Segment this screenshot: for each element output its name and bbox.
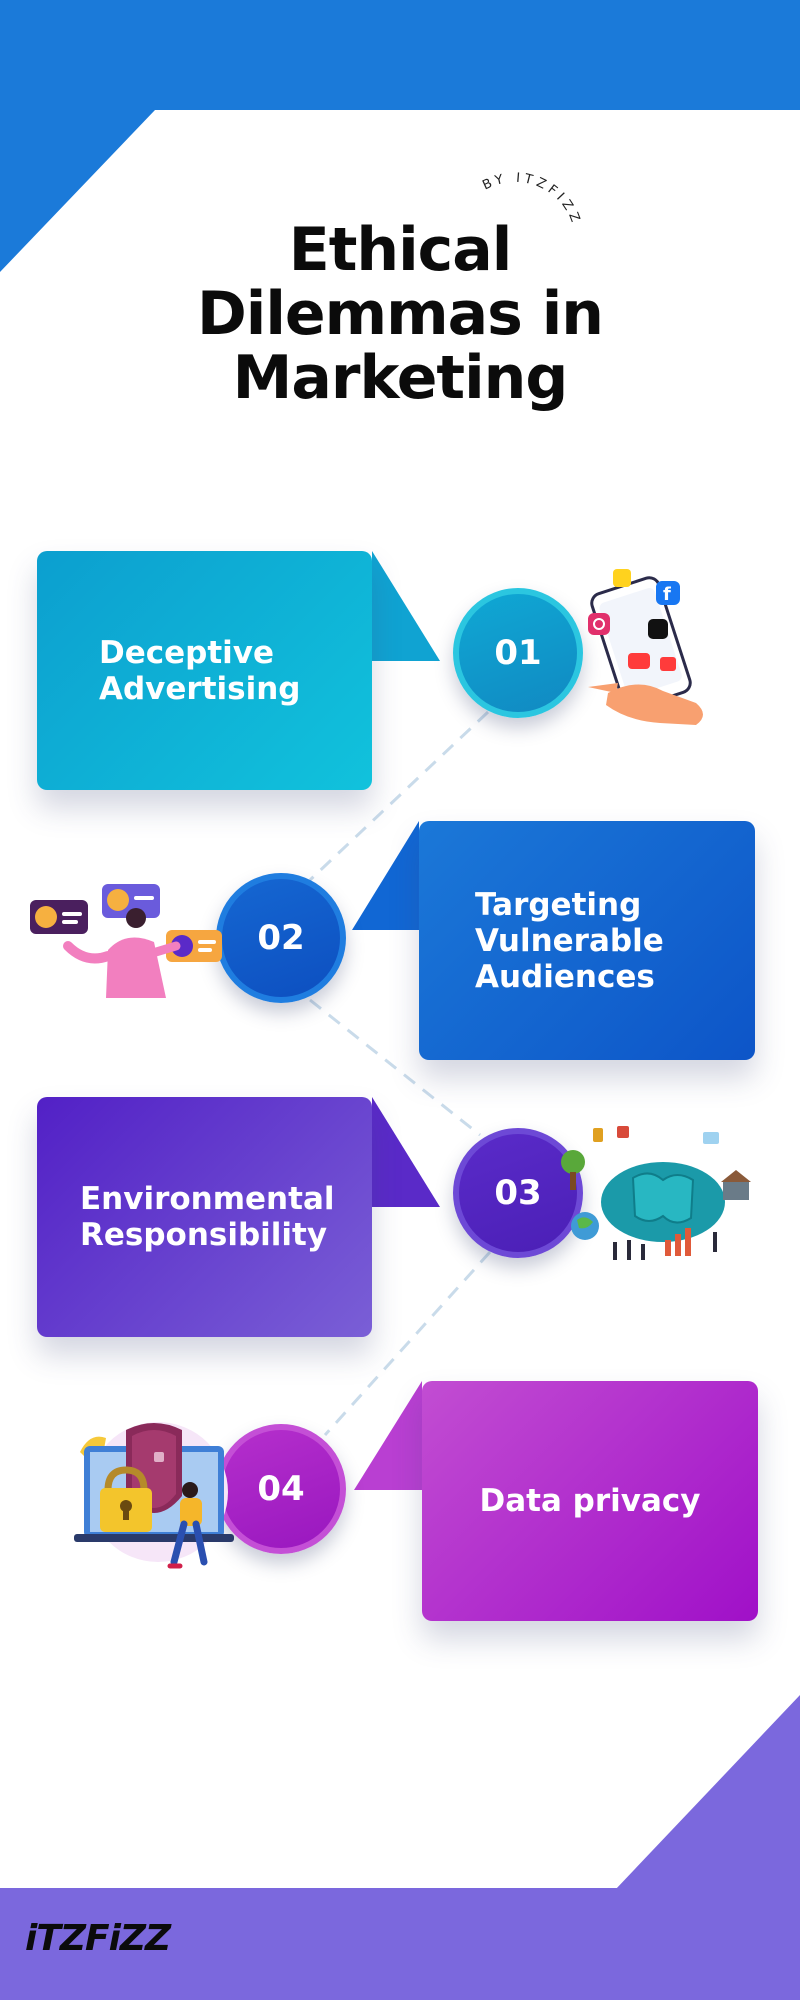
top-band-decoration (0, 0, 800, 272)
item-1-label: Deceptive Advertising (99, 634, 301, 707)
byline-arc: BY ITZFIZZ (480, 171, 579, 228)
item-2-number-badge: 02 (216, 873, 346, 1003)
card2-pointer (352, 821, 419, 930)
item-4-label: Data privacy (479, 1483, 701, 1519)
card4-pointer (354, 1381, 422, 1490)
item-card-targeting-vulnerable-audiences: Targeting Vulnerable Audiences (419, 821, 755, 1060)
sustainability-puzzle-icon (561, 1126, 751, 1260)
item-3-label: Environmental Responsibility (80, 1181, 335, 1253)
item-3-number-badge: 03 (453, 1128, 583, 1258)
item-card-deceptive-advertising: Deceptive Advertising (37, 551, 372, 790)
item-card-environmental-responsibility: Environmental Responsibility (37, 1097, 372, 1337)
title-line-1: Ethical (288, 215, 513, 285)
shield-padlock-icon (74, 1422, 234, 1569)
title-line-3: Marketing (232, 343, 569, 413)
itzfizz-logo: iTZFiZZ (25, 1918, 171, 1959)
svg-text:f: f (663, 584, 671, 605)
page-title: Ethical Dilemmas in Marketing (120, 218, 680, 410)
item-4-number-badge: 04 (216, 1424, 346, 1554)
item-1-number-badge: 01 (453, 588, 583, 718)
card3-pointer (372, 1097, 440, 1207)
social-media-phone-icon: f (588, 569, 703, 725)
footer-band (0, 1888, 800, 2000)
person-chat-profiles-icon (30, 884, 222, 998)
item-2-label: Targeting Vulnerable Audiences (475, 886, 664, 995)
title-line-2: Dilemmas in (196, 279, 604, 349)
item-card-data-privacy: Data privacy (422, 1381, 758, 1621)
card1-pointer (372, 551, 440, 661)
